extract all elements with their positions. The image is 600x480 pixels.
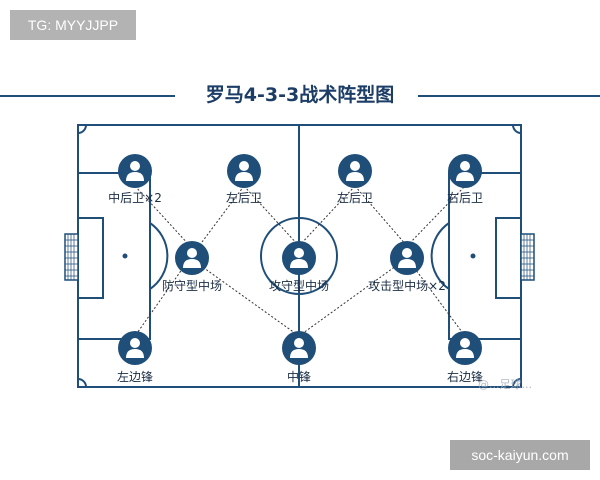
player-label: 攻守型中场 <box>269 278 329 293</box>
player-label: 左后卫 <box>226 190 262 205</box>
person-body-icon <box>126 172 144 181</box>
player-label: 防守型中场 <box>162 278 222 293</box>
person-head-icon <box>294 248 304 258</box>
player-label: 中后卫×2 <box>108 190 162 205</box>
player-label: 左边锋 <box>117 369 153 384</box>
player-label: 左后卫 <box>337 190 373 205</box>
person-head-icon <box>130 338 140 348</box>
right-goal-net <box>520 233 535 281</box>
left-penalty-spot <box>122 253 128 259</box>
person-body-icon <box>346 172 364 181</box>
site-badge: soc-kaiyun.com <box>450 440 590 470</box>
title-line-right <box>418 95 600 97</box>
corner-arc-tl <box>77 124 87 134</box>
player-label: 中锋 <box>287 369 311 384</box>
person-head-icon <box>350 161 360 171</box>
person-head-icon <box>460 338 470 348</box>
corner-arc-tr <box>512 124 522 134</box>
player-label: 右边锋 <box>447 369 483 384</box>
right-goal-box <box>495 217 522 299</box>
corner-arc-br <box>512 378 522 388</box>
person-head-icon <box>130 161 140 171</box>
person-body-icon <box>126 349 144 358</box>
player-lb2: 左后卫 <box>337 154 373 205</box>
person-body-icon <box>290 349 308 358</box>
person-head-icon <box>239 161 249 171</box>
diagram-title: 罗马4-3-3战术阵型图 <box>205 84 395 106</box>
right-penalty-spot <box>470 253 476 259</box>
player-rb: 右后卫 <box>447 154 483 205</box>
player-am: 攻击型中场×2 <box>368 241 446 293</box>
person-body-icon <box>398 259 416 268</box>
player-lw: 左边锋 <box>117 331 153 384</box>
person-body-icon <box>456 349 474 358</box>
tg-badge: TG: MYYJJPP <box>10 10 136 40</box>
center-circle <box>260 217 338 295</box>
right-penalty-arc <box>430 222 450 290</box>
player-dm: 防守型中场 <box>162 241 222 293</box>
player-st: 中锋 <box>282 331 316 384</box>
person-body-icon <box>183 259 201 268</box>
person-body-icon <box>235 172 253 181</box>
title-line-left <box>0 95 175 97</box>
person-body-icon <box>456 172 474 181</box>
person-head-icon <box>187 248 197 258</box>
corner-arc-bl <box>77 378 87 388</box>
person-head-icon <box>402 248 412 258</box>
player-label: 攻击型中场×2 <box>368 278 446 293</box>
formation-links <box>134 185 466 337</box>
player-cb-left: 中后卫×2 <box>108 154 162 205</box>
person-body-icon <box>290 259 308 268</box>
pitch <box>77 124 522 388</box>
player-label: 右后卫 <box>447 190 483 205</box>
person-head-icon <box>460 161 470 171</box>
person-head-icon <box>294 338 304 348</box>
player-rw: 右边锋 <box>447 331 483 384</box>
player-cm: 攻守型中场 <box>269 241 329 293</box>
left-goal-box <box>77 217 104 299</box>
player-lb: 左后卫 <box>226 154 262 205</box>
watermark-text: @...足球... <box>478 378 532 391</box>
left-goal-net <box>64 233 79 281</box>
left-penalty-arc <box>149 222 169 290</box>
